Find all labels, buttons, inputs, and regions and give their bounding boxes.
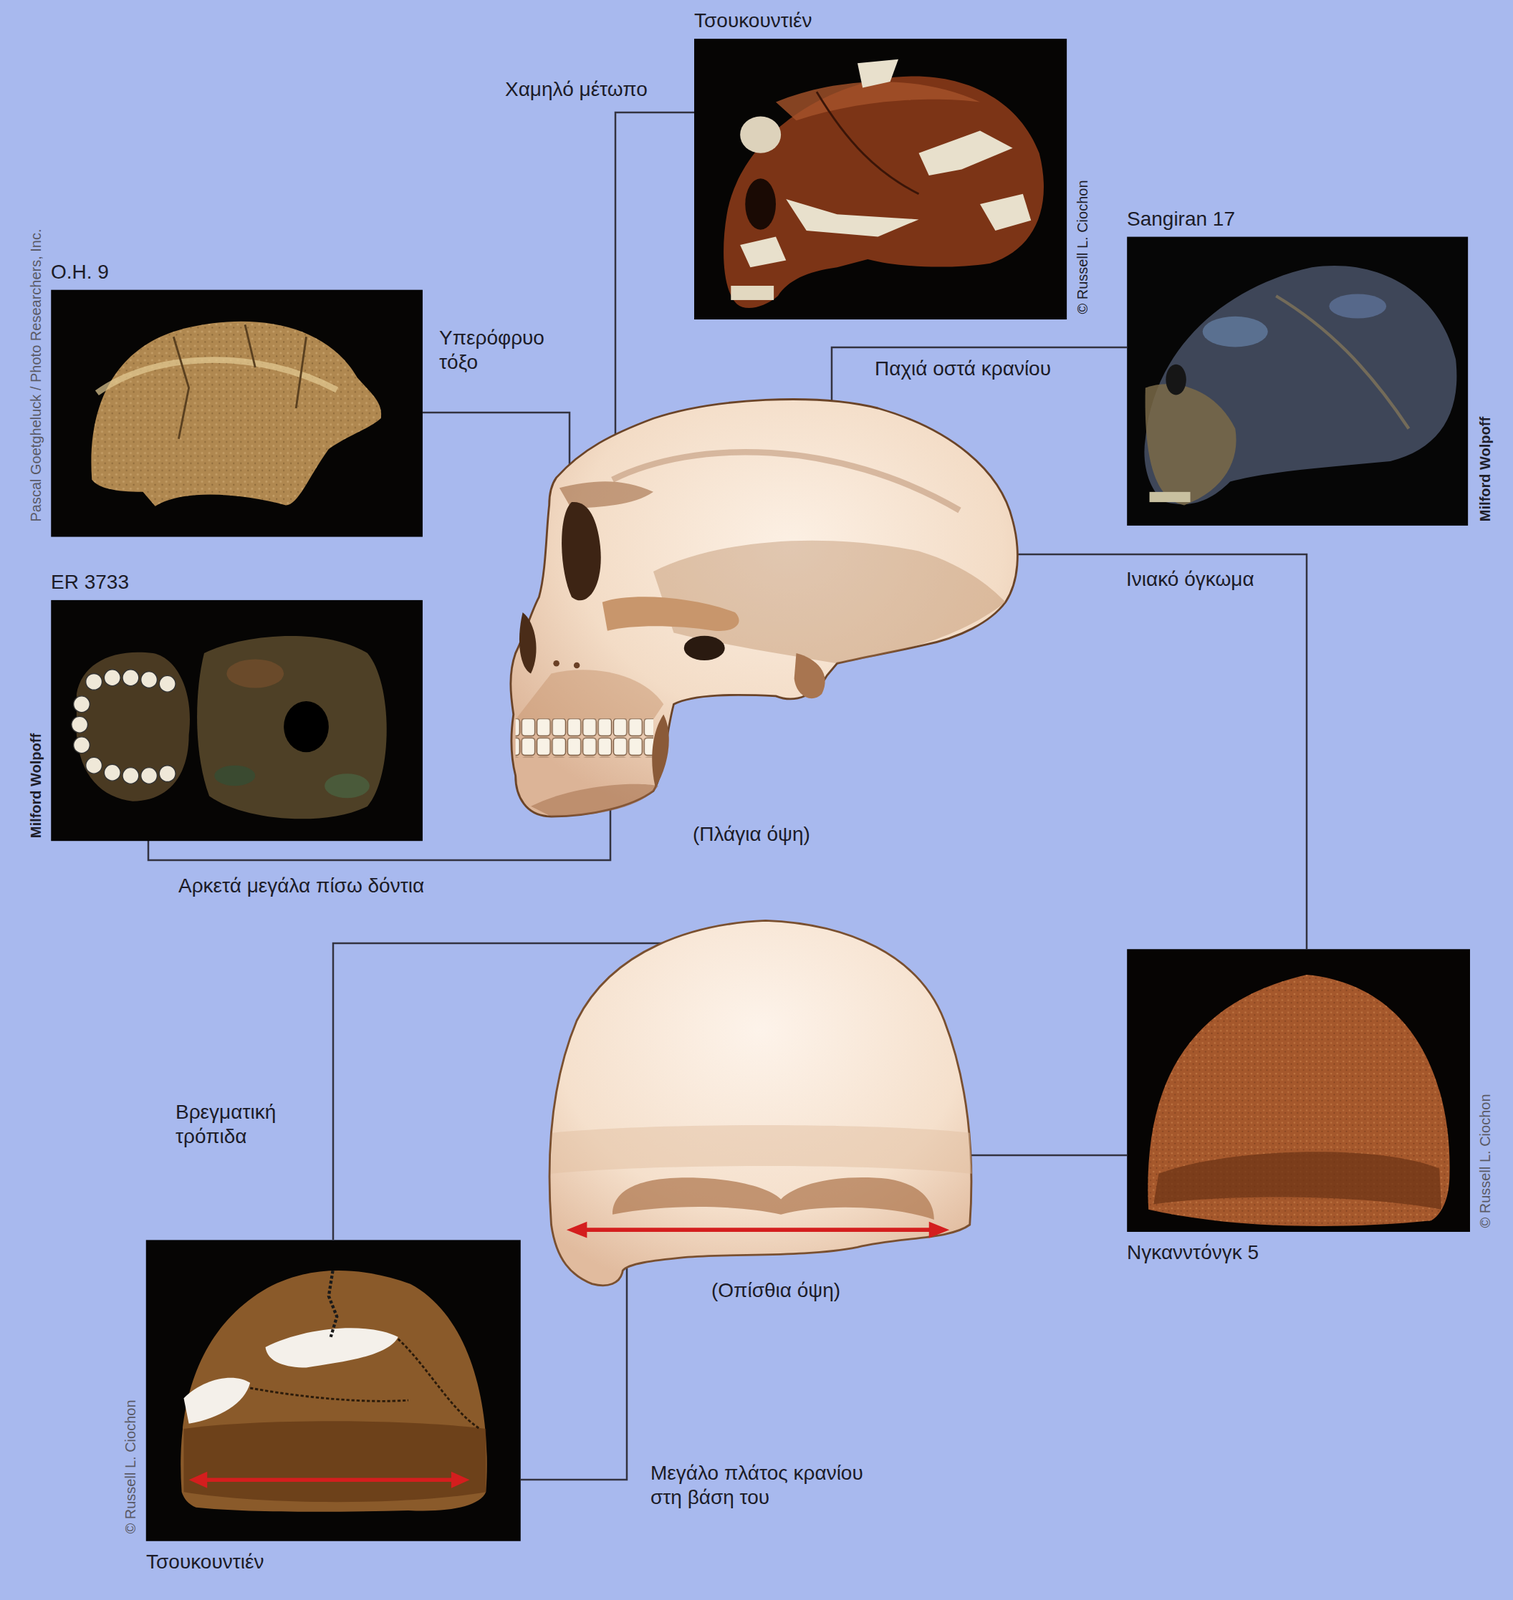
photo-credit: © Russell L. Ciochon	[1074, 179, 1091, 314]
specimen-name: Τσουκουντιέν	[694, 8, 813, 33]
view-caption: (Οπίσθια όψη)	[711, 1278, 841, 1304]
feature-label: Βρεγματική τρόπιδα	[175, 1100, 304, 1150]
leader-line	[520, 1260, 627, 1481]
skull-drawing: (Πλάγια όψη)	[505, 403, 1021, 819]
feature-label: Παχιά οστά κρανίου	[874, 356, 1051, 382]
feature-label: Υπερόφρυο τόξο	[439, 325, 561, 375]
photo-frame: ER 3733	[50, 600, 423, 842]
photo-frame: O.H. 9	[50, 290, 423, 538]
feature-label: Ινιακό όγκωμα	[1126, 567, 1255, 592]
photo-credit: © Russell L. Ciochon	[1477, 1093, 1493, 1228]
leader-line	[615, 112, 695, 448]
photo-credit: Milford Wolpoff	[27, 733, 44, 839]
photo-frame: Sangiran 17	[1126, 237, 1468, 526]
specimen-name: O.H. 9	[50, 260, 109, 285]
specimen-name: Νγκανντόνγκ 5	[1126, 1240, 1259, 1266]
specimen-name: Sangiran 17	[1126, 207, 1236, 232]
specimen-name: ER 3733	[50, 570, 129, 595]
feature-label: Μεγάλο πλάτος κρανίου στη βάση του	[650, 1461, 898, 1511]
photo-credit: Milford Wolpoff	[1477, 416, 1493, 522]
leader-line	[1013, 554, 1307, 950]
specimen-name: Τσουκουντιέν	[146, 1550, 265, 1575]
view-caption: (Πλάγια όψη)	[692, 822, 811, 847]
photo-credit: © Russell L. Ciochon	[122, 1399, 139, 1534]
feature-label: Αρκετά μεγάλα πίσω δόντια	[178, 873, 425, 899]
photo-frame: Τσουκουντιέν	[694, 38, 1067, 320]
photo-frame: Τσουκουντιέν	[146, 1240, 521, 1542]
leader-line	[422, 412, 570, 475]
leader-line	[831, 347, 1127, 412]
photo-frame: Νγκανντόνγκ 5	[1126, 949, 1471, 1233]
skull-drawing: (Οπίσθια όψη)	[545, 916, 981, 1289]
photo-credit: Pascal Goetgheluck / Photo Researchers, …	[27, 228, 44, 522]
feature-label: Χαμηλό μέτωπο	[505, 77, 648, 102]
